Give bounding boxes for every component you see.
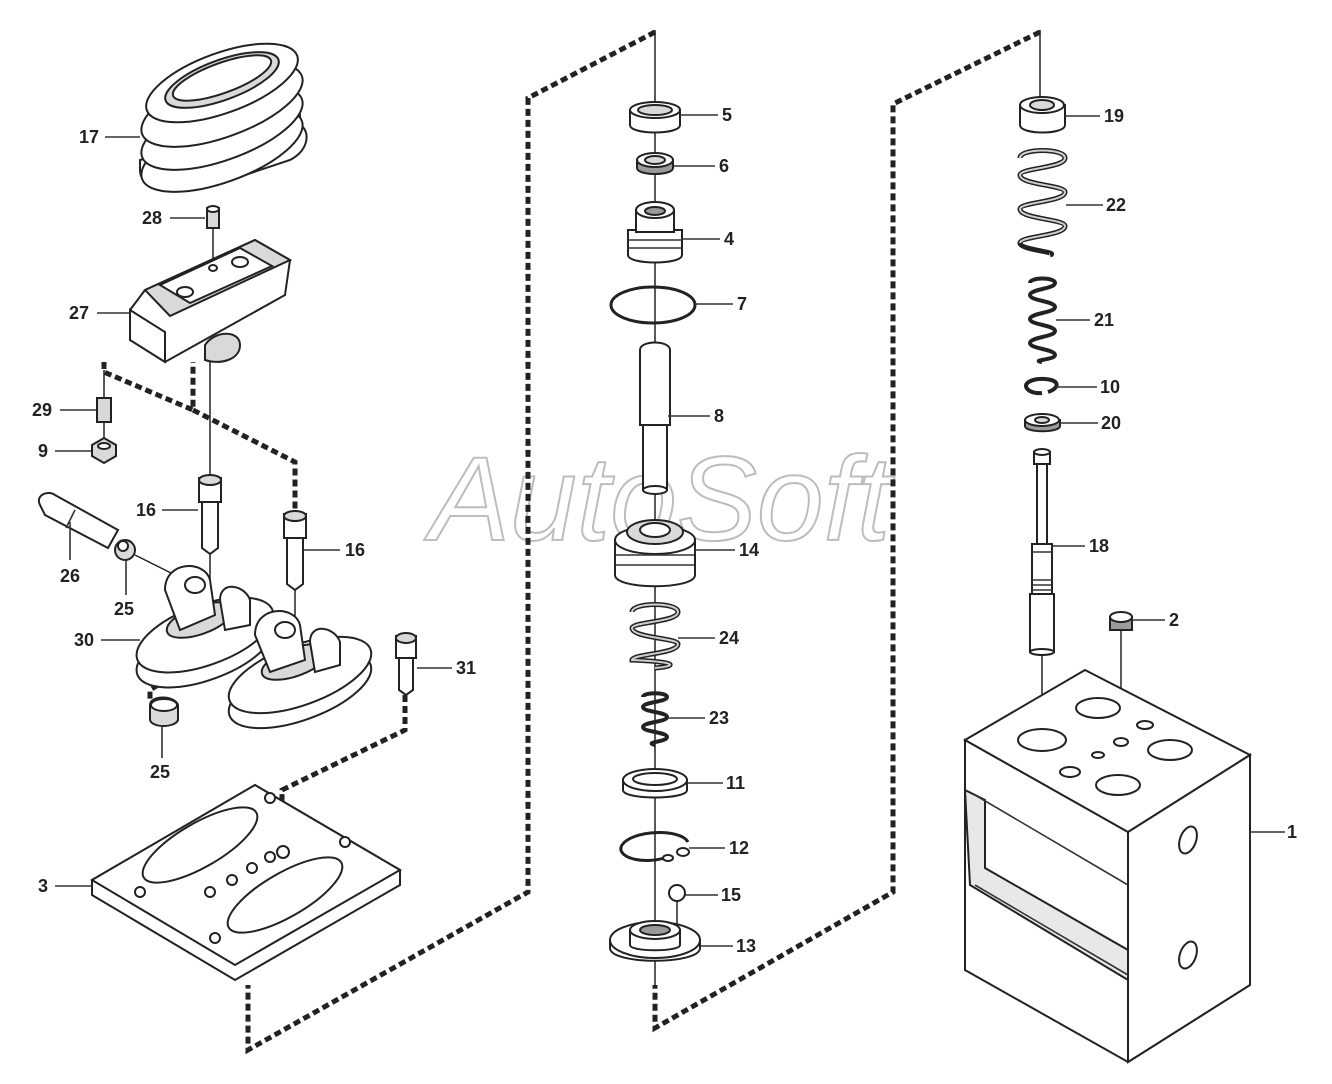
part-11-washer [622,768,688,799]
part-25-bushing-top [114,539,176,595]
callout-20: 20 [1101,413,1121,433]
callout-13: 13 [736,936,756,956]
callout-27: 27 [69,303,89,323]
part-18-spool [1029,448,1055,656]
callout-10: 10 [1100,377,1120,397]
callout-16-right: 16 [345,540,365,560]
part-24-spring [629,602,681,671]
callout-4: 4 [724,229,734,249]
part-13-nut [609,920,701,962]
callout-7: 7 [737,294,747,314]
part-25-bushing-bottom [149,696,179,758]
callout-3: 3 [38,876,48,896]
callout-25-top: 25 [114,599,134,619]
part-2-plug [1109,611,1133,740]
part-6-seal [636,152,674,175]
callout-12: 12 [729,838,749,858]
leader-lines [55,114,1285,947]
part-15-ball [668,884,686,925]
part-20-washer [1024,413,1061,433]
part-9-nut [91,436,117,465]
part-22-outer-spring [1017,148,1068,258]
part-10-snap-washer [1024,376,1059,396]
callout-24: 24 [719,628,739,648]
part-5-cap [629,101,681,134]
callout-labels: 1 2 3 4 5 6 7 8 9 10 11 12 13 14 15 16 1… [32,105,1297,956]
callout-16-left: 16 [136,500,156,520]
callout-21: 21 [1094,310,1114,330]
part-4-guide [627,201,683,264]
part-21-inner-spring [1027,276,1058,364]
part-7-o-ring [609,285,697,325]
part-16-bolt-left [198,474,222,630]
callout-23: 23 [709,708,729,728]
part-14-spring-seat [614,519,696,588]
part-26-pin [37,492,120,560]
part-27-lever-bracket [129,238,293,475]
callout-9: 9 [38,441,48,461]
callout-17: 17 [79,127,99,147]
part-31-bolt [395,632,417,697]
callout-11: 11 [726,773,745,793]
callout-25-bottom: 25 [150,762,170,782]
callout-19: 19 [1104,106,1124,126]
part-3-base-plate [90,783,402,982]
dashed-connection-lines [101,29,1042,1055]
part-12-snap-ring [619,831,690,862]
part-16-bolt-right [283,510,307,680]
callout-30: 30 [74,630,94,650]
part-8-plunger [639,341,671,495]
callout-14: 14 [739,540,759,560]
part-23-inner-spring [640,691,670,747]
part-28-set-screw [206,205,220,265]
callout-6: 6 [719,156,729,176]
callout-2: 2 [1169,610,1179,630]
part-1-valve-body [962,668,1253,1064]
callout-26: 26 [60,566,80,586]
callout-18: 18 [1089,536,1109,556]
part-17-rubber-boot [139,42,308,193]
part-19-cap [1019,96,1066,134]
callout-28: 28 [142,208,162,228]
callout-1: 1 [1287,822,1297,842]
callout-15: 15 [721,885,741,905]
callout-5: 5 [722,105,732,125]
part-29-grub-screw [96,370,112,440]
callout-31: 31 [456,658,476,678]
callout-22: 22 [1106,195,1126,215]
callout-29: 29 [32,400,52,420]
part-30-yoke-assembly [135,565,373,730]
callout-8: 8 [714,406,724,426]
